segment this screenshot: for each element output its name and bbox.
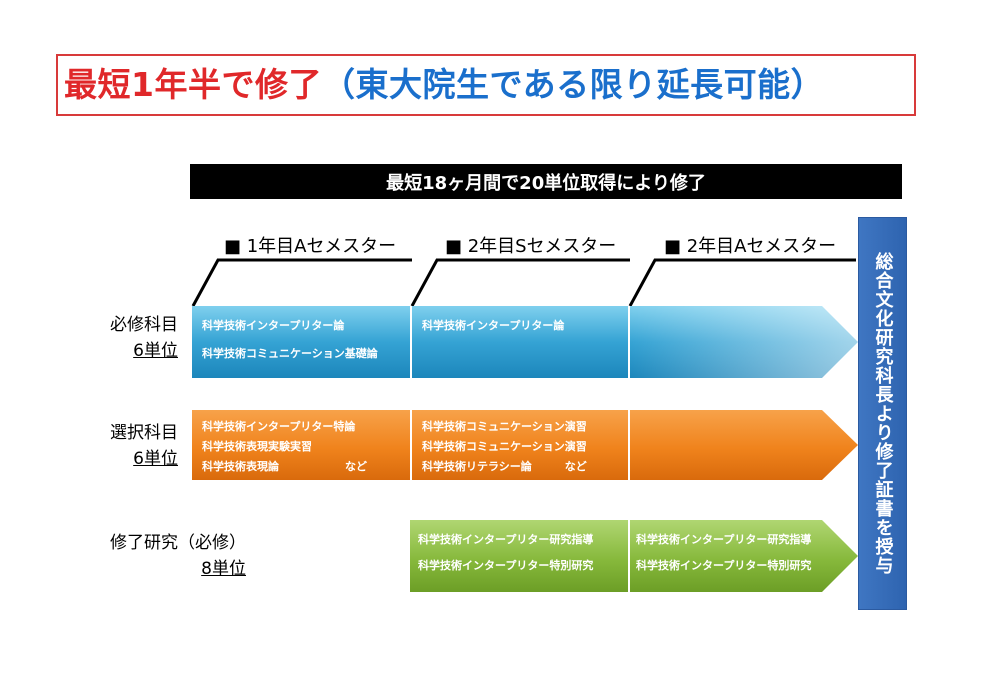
required-cell-sem1: 科学技術インタープリター論 科学技術コミュニケーション基礎論 xyxy=(202,316,408,364)
page-title: 最短1年半で修了（東大院生である限り延長可能） xyxy=(64,61,824,109)
thesis-cell-sem3: 科学技術インタープリター研究指導 科学技術インタープリター特別研究 xyxy=(636,530,850,576)
semester-bracket-3 xyxy=(628,258,856,307)
elective-arrow-body xyxy=(192,410,858,480)
certificate-box: 総合文化研究科長より修了証書を授与 xyxy=(858,217,907,610)
title-box: 最短1年半で修了（東大院生である限り延長可能） xyxy=(56,54,916,116)
list-item: 科学技術表現実験実習 xyxy=(202,440,312,453)
list-item: 科学技術インタープリター論 xyxy=(422,319,565,332)
semester-heading-2: ■ 2年目Sセメスター xyxy=(445,236,617,257)
list-item: 科学技術コミュニケーション基礎論 xyxy=(202,347,378,360)
row-label-thesis-name: 修了研究（必修） xyxy=(110,533,246,553)
completion-banner: 最短18ヶ月間で20単位取得により修了 xyxy=(190,164,902,199)
elective-cell-sem1: 科学技術インタープリター特論 科学技術表現実験実習 科学技術表現論 など xyxy=(202,417,408,477)
thesis-arrow-body xyxy=(410,520,858,592)
list-item: 科学技術インタープリター論 xyxy=(202,319,345,332)
required-cell-sem2: 科学技術インタープリター論 xyxy=(422,316,626,336)
list-item: 科学技術表現論 など xyxy=(202,460,367,473)
list-item: 科学技術インタープリター特別研究 xyxy=(418,559,594,572)
row-label-required: 必修科目 6単位 xyxy=(60,312,178,364)
row-label-required-units: 6単位 xyxy=(133,341,178,361)
elective-divider-1 xyxy=(410,410,412,480)
required-divider-1 xyxy=(410,306,412,378)
row-label-elective-name: 選択科目 xyxy=(110,423,178,443)
title-note: （東大院生である限り延長可能） xyxy=(321,65,825,104)
list-item: 科学技術リテラシー論 など xyxy=(422,460,587,473)
thesis-cell-sem2: 科学技術インタープリター研究指導 科学技術インタープリター特別研究 xyxy=(418,530,626,576)
row-label-required-name: 必修科目 xyxy=(110,315,178,335)
row-label-thesis-units: 8単位 xyxy=(201,559,246,579)
required-arrow xyxy=(192,306,860,378)
thesis-arrow xyxy=(410,520,858,592)
semester-bracket-1 xyxy=(191,258,412,307)
semester-bracket-2 xyxy=(410,258,630,307)
list-item: 科学技術コミュニケーション演習 xyxy=(422,440,587,453)
list-item: 科学技術インタープリター研究指導 xyxy=(418,533,594,546)
elective-cell-sem2: 科学技術コミュニケーション演習 科学技術コミュニケーション演習 科学技術リテラシ… xyxy=(422,417,626,477)
list-item: 科学技術インタープリター研究指導 xyxy=(636,533,812,546)
required-arrow-fade xyxy=(628,306,860,378)
row-label-thesis: 修了研究（必修） 8単位 xyxy=(60,530,246,582)
row-label-elective-units: 6単位 xyxy=(133,449,178,469)
list-item: 科学技術コミュニケーション演習 xyxy=(422,420,587,433)
list-item: 科学技術インタープリター特別研究 xyxy=(636,559,812,572)
elective-arrow xyxy=(192,410,858,480)
title-main: 最短1年半で修了 xyxy=(64,65,322,104)
semester-heading-1: ■ 1年目Aセメスター xyxy=(224,236,397,257)
elective-divider-2 xyxy=(628,410,630,480)
required-divider-2 xyxy=(628,306,630,378)
semester-heading-3: ■ 2年目Aセメスター xyxy=(664,236,837,257)
row-label-elective: 選択科目 6単位 xyxy=(60,420,178,472)
list-item: 科学技術インタープリター特論 xyxy=(202,420,356,433)
thesis-divider xyxy=(628,520,630,592)
